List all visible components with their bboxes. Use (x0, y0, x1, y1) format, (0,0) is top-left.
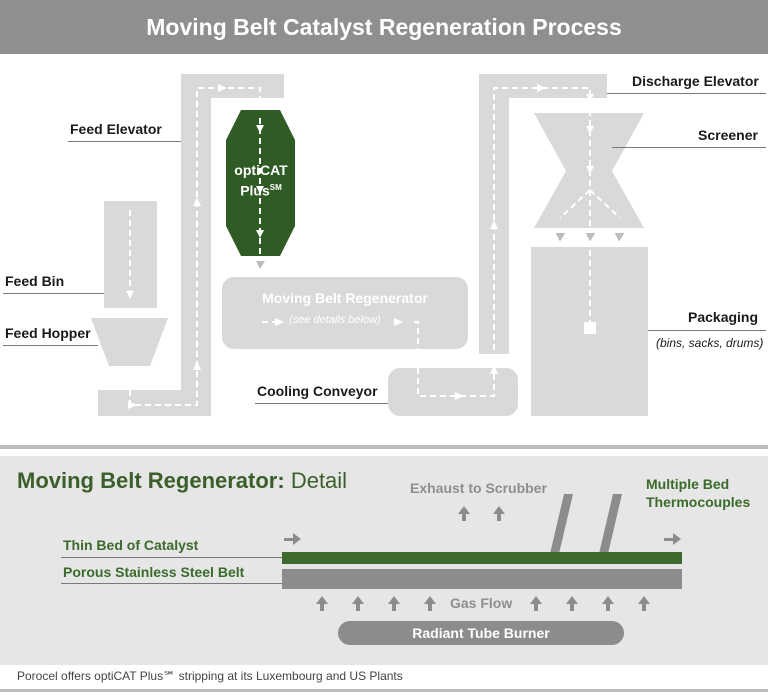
arrow-feed-top (218, 84, 227, 92)
thermocouple-1 (549, 494, 573, 558)
thermocouple-2 (598, 494, 622, 558)
footer-note: Porocel offers optiCAT Plus℠ stripping a… (17, 669, 403, 683)
thin-bed-label: Thin Bed of Catalyst (63, 537, 199, 553)
flow-screener-right (589, 189, 621, 219)
footer-line (0, 689, 768, 692)
belt-arrow-out-shaft (664, 538, 674, 541)
feed-elevator-top (181, 74, 284, 98)
belt-arrow-in-head (293, 533, 301, 545)
page-title: Moving Belt Catalyst Regeneration Proces… (0, 0, 768, 54)
screener-label: Screener (698, 127, 758, 143)
feed-hopper (91, 318, 168, 366)
arrow-scr-2 (586, 166, 594, 174)
thermocouples-line2: Thermocouples (646, 494, 751, 510)
discharge-elevator-label: Discharge Elevator (632, 73, 759, 89)
opticat-sup: SM (269, 183, 282, 192)
moving-belt-regenerator (222, 277, 468, 349)
section-separator (0, 445, 768, 449)
feed-bin-leader (3, 293, 104, 294)
opticat-line2: Plus (240, 182, 270, 199)
arrow-hopper-down (126, 374, 134, 382)
flow-conveyor (414, 87, 591, 397)
arrow-regen-2 (394, 318, 403, 326)
porous-belt-label: Porous Stainless Steel Belt (63, 564, 245, 580)
arrow-feed-up (193, 361, 201, 370)
exhaust-label: Exhaust to Scrubber (410, 480, 547, 496)
feed-elevator-base (98, 390, 211, 416)
arrow-dis-up (490, 365, 498, 374)
flow-feed-elevator (129, 87, 261, 406)
discharge-elevator-top (479, 74, 607, 98)
arrow-below-screener-2b (586, 233, 595, 241)
detail-title-rest: Detail (284, 468, 348, 493)
arrow-feed-up-2 (193, 197, 201, 206)
gas-flow-label: Gas Flow (450, 595, 513, 611)
arrow-reactor-mid (256, 186, 264, 194)
opticat-line1: optiCAT (234, 162, 288, 178)
porous-belt-leader (61, 583, 282, 584)
arrow-reactor-out (256, 261, 265, 269)
detail-title-bold: Moving Belt Regenerator: (17, 468, 285, 493)
packaging-leader (648, 330, 766, 331)
gas-flow-arrows (316, 596, 650, 611)
feed-elevator-leader (68, 141, 181, 142)
detail-title: Moving Belt Regenerator: Detail (17, 468, 347, 494)
arrow-conv-down (414, 353, 422, 361)
cooling-conveyor (388, 368, 518, 416)
belt-arrow-in-shaft (284, 538, 294, 541)
feed-bin-label: Feed Bin (5, 273, 65, 289)
arrow-dis-top (537, 84, 546, 92)
cooling-conveyor-label: Cooling Conveyor (257, 383, 378, 399)
belt-arrow-out-head (673, 533, 681, 545)
arrow-regen-1 (275, 318, 284, 326)
arrow-scr-1 (586, 126, 594, 134)
screener-leader (612, 147, 766, 148)
arrow-reactor-in (256, 125, 264, 133)
packaging-sublabel: (bins, sacks, drums) (656, 336, 764, 350)
porous-steel-belt (282, 569, 682, 589)
thermocouples-line1: Multiple Bed (646, 476, 730, 492)
thin-bed-of-catalyst (282, 552, 682, 564)
arrow-dis-up-2 (490, 220, 498, 229)
feed-elevator-label: Feed Elevator (70, 121, 162, 137)
arrow-base (128, 401, 137, 409)
process-diagram (91, 74, 648, 416)
arrow-dis-down (586, 94, 594, 102)
flow-screener-left (559, 189, 591, 219)
detail-diagram (284, 494, 681, 611)
arrow-reactor-low (256, 230, 264, 238)
packaging-drop (584, 322, 596, 334)
exhaust-arrows (458, 506, 505, 521)
arrow-bin-down (126, 291, 134, 299)
arrow-below-screener-1b (556, 233, 565, 241)
regenerator-label: Moving Belt Regenerator (262, 290, 428, 306)
arrow-conv-right (455, 392, 464, 400)
cooling-conveyor-leader (255, 403, 388, 404)
radiant-tube-burner: Radiant Tube Burner (338, 621, 624, 645)
feed-hopper-label: Feed Hopper (5, 325, 91, 341)
thin-bed-leader (61, 557, 282, 558)
opticat-label: optiCAT PlusSM (228, 162, 294, 200)
discharge-elevator-leader (607, 93, 766, 94)
arrow-below-screener-3b (615, 233, 624, 241)
feed-hopper-leader (3, 345, 98, 346)
regenerator-sublabel: (see details below) (289, 314, 381, 326)
packaging-label: Packaging (688, 309, 759, 325)
